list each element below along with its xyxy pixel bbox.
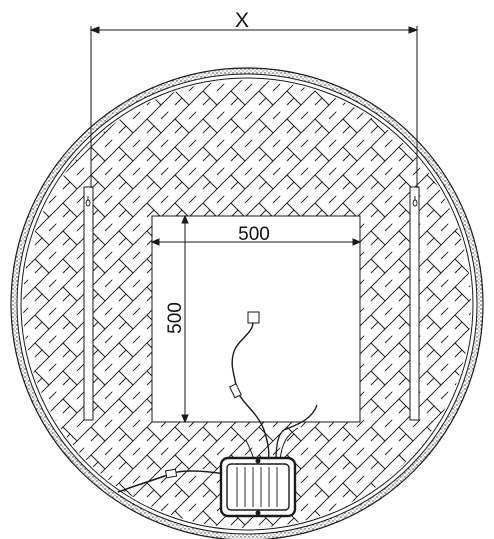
- led-cable-right: [275, 404, 318, 461]
- mirror-edge: [20, 77, 474, 531]
- cutout-height-label: 500: [165, 302, 186, 334]
- right-hanger-hook: [412, 196, 418, 207]
- cable-connector: [229, 383, 242, 399]
- cutout-width-label: 500: [238, 224, 270, 245]
- led-driver-box: [219, 456, 297, 518]
- sensor-switch: [247, 311, 260, 324]
- width-dimension-label: X: [235, 9, 249, 32]
- cutout-height-dimension: [181, 214, 189, 424]
- left-led-strip: [83, 186, 94, 421]
- cutout-width-dimension: [150, 238, 362, 246]
- width-dimension: [89, 26, 419, 188]
- led-cable-right-2: [279, 427, 299, 461]
- left-hanger-hook: [85, 196, 91, 207]
- power-connector: [164, 468, 178, 479]
- right-led-strip: [409, 186, 420, 421]
